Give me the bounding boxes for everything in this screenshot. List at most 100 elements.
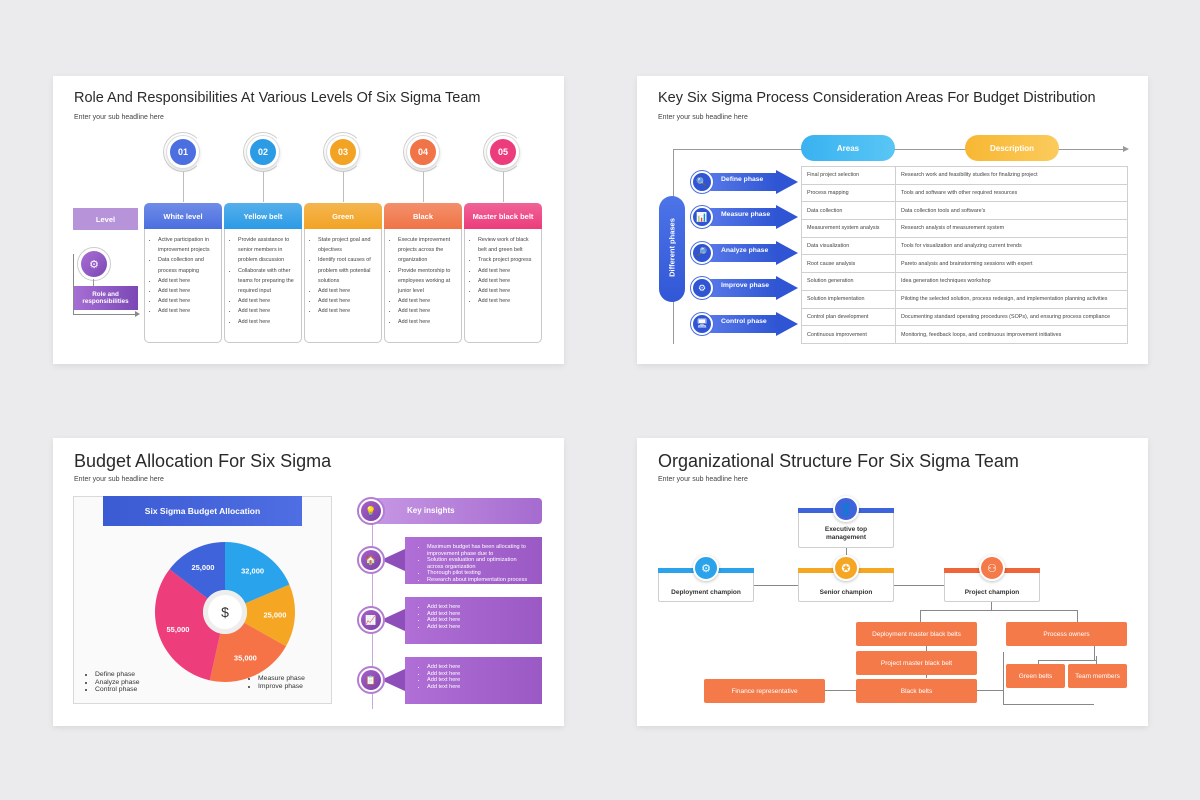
slide-subtitle: Enter your sub headline here xyxy=(74,114,164,121)
legend-right: Measure phaseImprove phase xyxy=(248,675,305,690)
step-number: 03 xyxy=(327,136,359,168)
project-master-box: Project master black belt xyxy=(856,651,977,675)
insight-box: Add text hereAdd text hereAdd text hereA… xyxy=(405,657,542,704)
legend-item: Measure phase xyxy=(258,675,305,683)
role-arrow xyxy=(73,314,138,315)
detail-item: Add text here xyxy=(158,286,217,296)
chart-icon: 📈 xyxy=(357,606,385,634)
step-stem xyxy=(343,172,344,202)
define-icon: 🔍 xyxy=(691,171,713,193)
coins-icon: $ xyxy=(221,604,229,620)
connector xyxy=(1038,660,1039,664)
legend-item: Control phase xyxy=(95,686,140,694)
area-cell: Control plan development xyxy=(801,307,896,327)
control-icon: 🖥 xyxy=(691,312,713,335)
lightbulb-icon: 💡 xyxy=(357,497,385,525)
description-cell: Pareto analysis and brainstorming sessio… xyxy=(895,254,1128,274)
legend-item: Analyze phase xyxy=(95,679,140,687)
slide-roles[interactable]: Role And Responsibilities At Various Lev… xyxy=(53,76,564,364)
phase-arrow: 🔎Analyze phase xyxy=(691,240,799,265)
insights-title: Key insights xyxy=(407,506,455,515)
insight-item: Add text here xyxy=(427,684,534,691)
header-line xyxy=(673,149,1125,150)
connector xyxy=(1096,656,1097,660)
step-ring xyxy=(323,132,363,172)
level-label: Level xyxy=(73,208,138,230)
phases-bar xyxy=(659,196,685,302)
detail-item: Add text here xyxy=(318,306,377,316)
description-pill: Description xyxy=(965,135,1059,161)
settings-icon: ⚙ xyxy=(81,251,107,277)
phase-label: Measure phase xyxy=(721,211,771,219)
step-ring xyxy=(163,132,203,172)
level-header: Master black belt xyxy=(464,203,542,229)
connector xyxy=(754,585,798,586)
detail-item: Identify root causes of problem with pot… xyxy=(318,255,377,286)
description-cell: Documenting standard operating procedure… xyxy=(895,307,1128,327)
manager-icon: 👤 xyxy=(833,496,859,522)
area-cell: Root cause analysis xyxy=(801,254,896,274)
senior-champion-label: Senior champion xyxy=(819,589,873,596)
detail-item: Review work of black belt and green belt xyxy=(478,235,537,255)
slice-label: 25,000 xyxy=(191,563,214,572)
insight-item: Thorough pilot testing xyxy=(427,570,534,577)
description-cell: Piloting the selected solution, process … xyxy=(895,289,1128,309)
description-cell: Data collection tools and software's xyxy=(895,201,1128,221)
team-icon: ⚇ xyxy=(979,555,1005,581)
phase-arrow: ⚙Improve phase xyxy=(691,276,799,301)
slide-process-areas[interactable]: Key Six Sigma Process Consideration Area… xyxy=(637,76,1148,364)
detail-item: Add text here xyxy=(478,286,537,296)
connector xyxy=(1096,660,1097,664)
pie-slice xyxy=(154,569,221,681)
description-cell: Monitoring, feedback loops, and continuo… xyxy=(895,325,1128,344)
insight-item: Add text here xyxy=(427,677,534,684)
detail-item: Provide assistance to senior members in … xyxy=(238,235,297,266)
level-details: Provide assistance to senior members in … xyxy=(224,229,302,343)
slide-budget[interactable]: Budget Allocation For Six Sigma Enter yo… xyxy=(53,438,564,726)
insight-notch xyxy=(381,668,407,692)
step-ring xyxy=(403,132,443,172)
level-header: White level xyxy=(144,203,222,229)
step-number: 01 xyxy=(167,136,199,168)
insight-item: Add text here xyxy=(427,671,534,678)
black-belts-box: Black belts xyxy=(856,679,977,703)
step-number: 04 xyxy=(407,136,439,168)
insight-item: Maximum budget has been allocating to im… xyxy=(427,544,534,557)
detail-item: Add text here xyxy=(478,296,537,306)
legend-left: Define phaseAnalyze phaseControl phase xyxy=(85,671,140,694)
arrow-head xyxy=(135,311,140,317)
insight-item: Add text here xyxy=(427,624,534,631)
detail-item: Track project progress xyxy=(478,255,537,265)
connector xyxy=(93,279,94,287)
insight-item: Add text here xyxy=(427,611,534,618)
detail-item: Add text here xyxy=(318,286,377,296)
detail-item: Add text here xyxy=(398,296,457,306)
detail-item: Data collection and process mapping xyxy=(158,255,217,275)
area-cell: Process mapping xyxy=(801,183,896,203)
role-line xyxy=(73,254,74,314)
level-header: Black xyxy=(384,203,462,229)
green-belts-box: Green belts xyxy=(1006,664,1065,688)
slice-label: 25,000 xyxy=(263,611,286,620)
step-stem xyxy=(263,172,264,202)
area-cell: Solution generation xyxy=(801,272,896,291)
insights-header: 💡 Key insights xyxy=(357,497,542,525)
step-number: 02 xyxy=(247,136,279,168)
slide-title: Organizational Structure For Six Sigma T… xyxy=(658,451,1019,471)
slide-org-structure[interactable]: Organizational Structure For Six Sigma T… xyxy=(637,438,1148,726)
phase-label: Control phase xyxy=(721,317,767,325)
detail-item: Add text here xyxy=(398,317,457,327)
area-cell: Data visualization xyxy=(801,236,896,256)
detail-item: Collaborate with other teams for prepari… xyxy=(238,266,297,297)
area-cell: Measurement system analysis xyxy=(801,219,896,238)
phase-arrow: 🔍Define phase xyxy=(691,170,799,194)
finance-box: Finance representative xyxy=(704,679,825,703)
phase-arrow: 📊Measure phase xyxy=(691,205,799,230)
connector xyxy=(920,610,1077,611)
